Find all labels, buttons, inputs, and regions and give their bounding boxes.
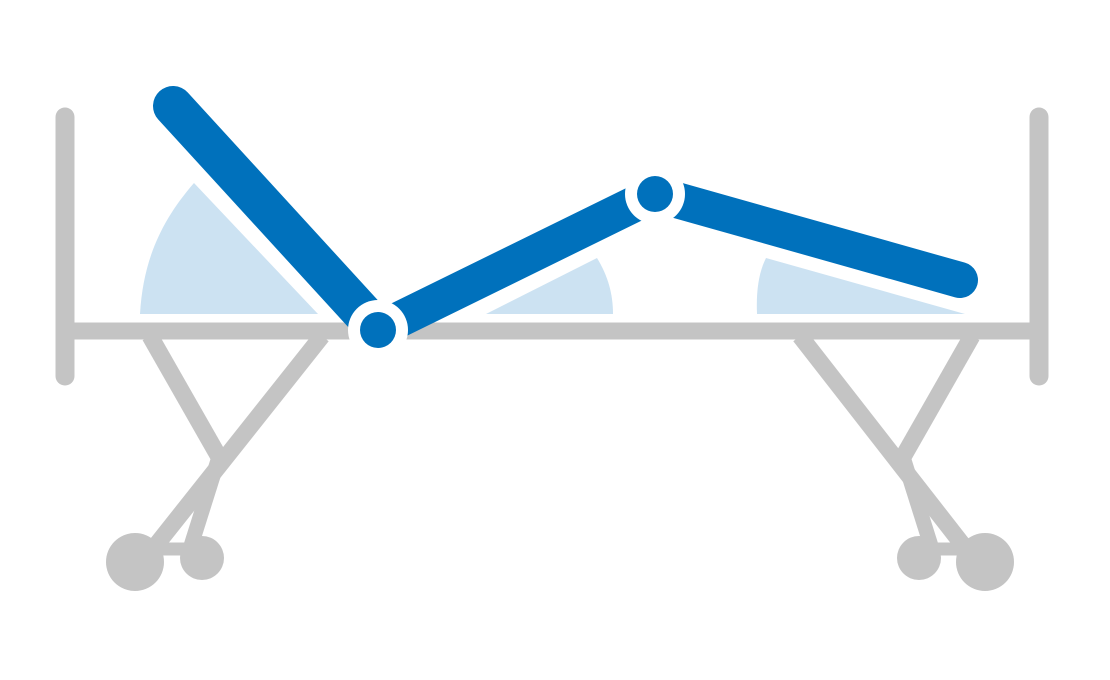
caster-wheels [106, 533, 1014, 591]
hip-joint [348, 300, 408, 360]
left-large-wheel-icon [106, 533, 164, 591]
knee-joint-center [637, 176, 673, 212]
calf-section [637, 176, 978, 298]
backrest-angle-wedge [140, 183, 318, 314]
knee-joint [625, 164, 685, 224]
left-scissor-legs [135, 330, 329, 556]
left-leg-outer [142, 331, 227, 462]
left-leg-foot [182, 454, 227, 552]
thigh-section [360, 176, 673, 348]
right-large-wheel-icon [956, 533, 1014, 591]
right-scissor-legs [793, 330, 985, 556]
hip-joint-center [360, 312, 396, 348]
left-leg-inner [146, 330, 329, 555]
right-small-wheel-icon [897, 536, 941, 580]
mattress-sections [153, 86, 978, 350]
thigh-angle-wedge [486, 258, 613, 314]
head-section [153, 86, 398, 350]
right-leg-foot [895, 454, 940, 552]
bed-frame [55, 107, 1049, 591]
right-leg-outer [895, 331, 980, 462]
pivot-joints [348, 164, 685, 360]
angle-wedges [140, 183, 965, 314]
calf-angle-wedge [756, 258, 965, 314]
right-leg-inner [793, 330, 973, 555]
left-small-wheel-icon [180, 536, 224, 580]
